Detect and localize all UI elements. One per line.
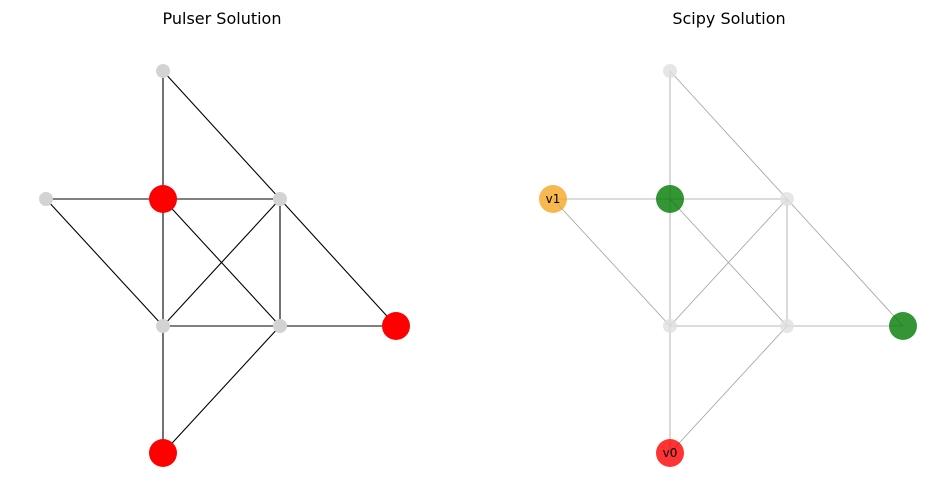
- node-pulser-mid-left: [39, 192, 53, 206]
- edge-scipy-mid-left-low-center: [552, 198, 671, 327]
- edge-group-scipy: [552, 70, 904, 454]
- node-scipy-mid-right: [780, 192, 794, 206]
- edge-scipy-top-right-mid-right: [669, 70, 788, 200]
- edge-pulser-mid-left-low-center: [45, 198, 164, 327]
- node-scipy-far-right: [889, 312, 917, 340]
- edge-group-pulser: [45, 70, 397, 454]
- node-label-scipy-mid-left: v1: [546, 192, 561, 206]
- node-pulser-low-right: [273, 319, 287, 333]
- panel-pulser-solution: Pulser Solution: [39, 9, 410, 467]
- panel-scipy-solution: Scipy Solution v1 v0: [539, 9, 917, 467]
- node-scipy-top-right: [663, 64, 677, 78]
- node-scipy-low-right: [780, 319, 794, 333]
- edge-pulser-mid-right-low-center: [162, 198, 281, 327]
- node-scipy-mid-center: [656, 185, 684, 213]
- edge-scipy-low-right-bottom: [669, 325, 788, 454]
- node-pulser-top-right: [156, 64, 170, 78]
- node-pulser-bottom: [149, 439, 177, 467]
- panel-title-pulser: Pulser Solution: [163, 9, 282, 28]
- node-scipy-bottom: [656, 439, 684, 467]
- node-pulser-low-center: [156, 319, 170, 333]
- node-scipy-low-center: [663, 319, 677, 333]
- panel-title-scipy: Scipy Solution: [672, 9, 785, 28]
- edge-pulser-low-right-bottom: [162, 325, 281, 454]
- node-label-scipy-bottom: v0: [663, 446, 678, 460]
- node-scipy-mid-left: [539, 185, 567, 213]
- edge-scipy-mid-right-low-center: [669, 198, 788, 327]
- node-pulser-mid-center: [149, 185, 177, 213]
- node-pulser-far-right: [382, 312, 410, 340]
- edge-scipy-mid-right-far-right: [786, 198, 904, 327]
- node-group-scipy: v1 v0: [539, 64, 917, 467]
- edge-pulser-mid-right-far-right: [279, 198, 397, 327]
- edge-pulser-top-right-mid-right: [162, 70, 281, 200]
- node-group-pulser: [39, 64, 410, 467]
- node-pulser-mid-right: [273, 192, 287, 206]
